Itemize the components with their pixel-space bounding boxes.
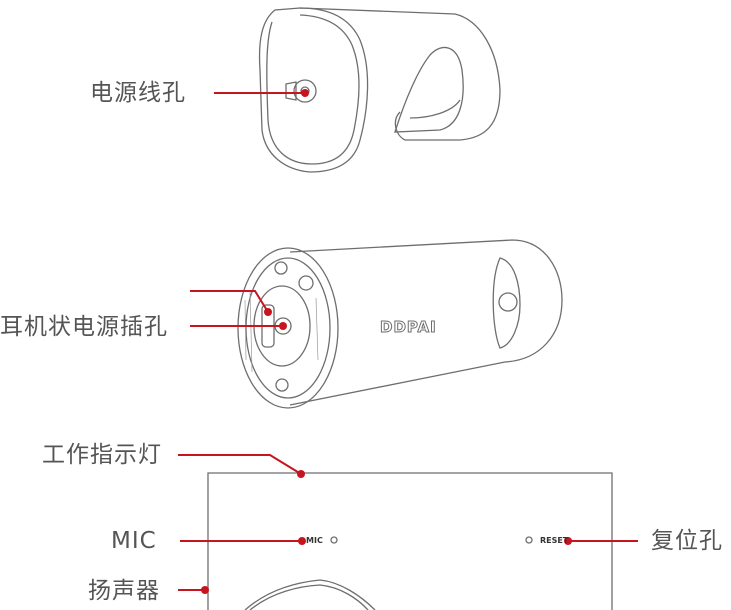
screw-bottom (275, 378, 289, 392)
label-reset-hole: 复位孔 (651, 528, 723, 554)
label-mic: MIC (111, 528, 157, 554)
leader-power-slot (190, 290, 269, 313)
screw-top (274, 261, 288, 275)
screw-right (298, 275, 314, 291)
leader-dots (201, 89, 572, 594)
mount-arm-inner (409, 99, 461, 119)
device-reset-mark: RESET (540, 536, 569, 545)
end-cap-inner (245, 257, 331, 399)
label-power-cable-port: 电源线孔 (90, 80, 186, 106)
reset-dot (525, 536, 533, 544)
body-disc-rim (266, 14, 360, 165)
end-cap-engraving (244, 289, 319, 373)
device-mic-mark: MIC (306, 536, 323, 545)
mount-arm-outline (299, 7, 501, 141)
leader-work-indicator (178, 454, 302, 475)
cable-port-ring (293, 79, 317, 103)
barrel-outline (289, 239, 563, 406)
body-disc-outline (258, 7, 369, 173)
mic-dot (330, 536, 338, 544)
speaker-grille-arc-inner (249, 584, 369, 610)
lens (498, 292, 518, 312)
end-cap-outer (237, 247, 339, 409)
lens-housing (492, 257, 521, 349)
device-top-view (258, 7, 501, 173)
label-earphone-power-jack: 耳机状电源插孔 (0, 314, 168, 340)
mount-arm-hole (394, 46, 464, 133)
brand-logo: DDPAI (380, 318, 437, 336)
label-work-indicator: 工作指示灯 (42, 442, 162, 468)
label-speaker: 扬声器 (88, 578, 160, 604)
speaker-grille-arc (244, 579, 376, 610)
leader-lines (178, 92, 638, 591)
